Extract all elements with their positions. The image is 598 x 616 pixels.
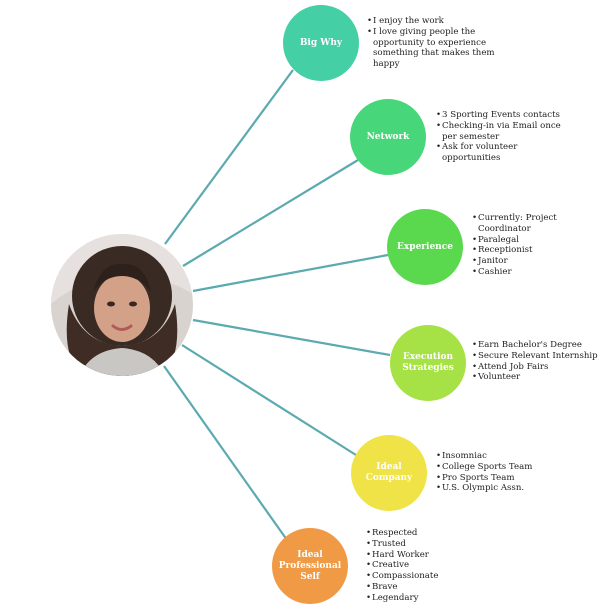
connector-big-why [164,69,294,245]
bullet-item: Pro Sports Team [436,473,532,484]
connector-network [182,159,359,267]
bullet-list-ideal-company: InsomniacCollege Sports TeamPro Sports T… [436,451,532,494]
bullet-item: Janitor [472,256,557,267]
node-label-ideal-professional-self: Ideal Professional Self [278,549,342,582]
node-big-why: Big Why [283,5,359,81]
bullet-item: Checking-in via Email once per semester [436,121,561,143]
bullet-item: I love giving people the opportunity to … [367,27,495,70]
bullet-list-execution-strategies: Earn Bachelor's DegreeSecure Relevant In… [472,340,598,383]
node-execution-strategies: Execution Strategies [390,325,466,401]
node-ideal-professional-self: Ideal Professional Self [272,528,348,604]
connector-experience [192,253,389,293]
bullet-item: Compassionate [366,571,438,582]
bullet-item: Trusted [366,539,438,550]
node-network: Network [350,99,426,175]
connector-execution-strategies [192,318,391,357]
bullet-item: Volunteer [472,372,598,383]
node-label-network: Network [366,131,410,142]
bullet-item: Hard Worker [366,550,438,561]
bullet-item: Brave [366,582,438,593]
bullet-item: U.S. Olympic Assn. [436,483,532,494]
node-label-experience: Experience [397,241,453,252]
node-ideal-company: Ideal Company [351,435,427,511]
node-label-ideal-company: Ideal Company [365,462,413,483]
bullet-list-network: 3 Sporting Events contactsChecking-in vi… [436,110,561,164]
bullet-item: Legendary [366,593,438,604]
bullet-item: 3 Sporting Events contacts [436,110,561,121]
bullet-item: Respected [366,528,438,539]
node-experience: Experience [387,209,463,285]
bullet-list-big-why: I enjoy the workI love giving people the… [367,16,495,70]
bullet-item: Receptionist [472,245,557,256]
bullet-item: Earn Bachelor's Degree [472,340,598,351]
bullet-item: Currently: Project Coordinator [472,213,557,235]
bullet-item: College Sports Team [436,462,532,473]
profile-photo [51,234,193,376]
node-label-big-why: Big Why [299,37,343,48]
bullet-item: Paralegal [472,235,557,246]
connector-ideal-company [181,344,357,456]
bullet-item: Creative [366,560,438,571]
bullet-item: Cashier [472,267,557,278]
node-label-execution-strategies: Execution Strategies [402,352,454,373]
bullet-list-ideal-professional-self: RespectedTrustedHard WorkerCreativeCompa… [366,528,438,604]
bullet-item: I enjoy the work [367,16,495,27]
bullet-item: Secure Relevant Internship [472,351,598,362]
bullet-item: Ask for volunteer opportunities [436,142,561,164]
bullet-item: Insomniac [436,451,532,462]
connector-ideal-professional-self [163,365,288,541]
bullet-item: Attend Job Fairs [472,362,598,373]
bullet-list-experience: Currently: Project CoordinatorParalegalR… [472,213,557,278]
